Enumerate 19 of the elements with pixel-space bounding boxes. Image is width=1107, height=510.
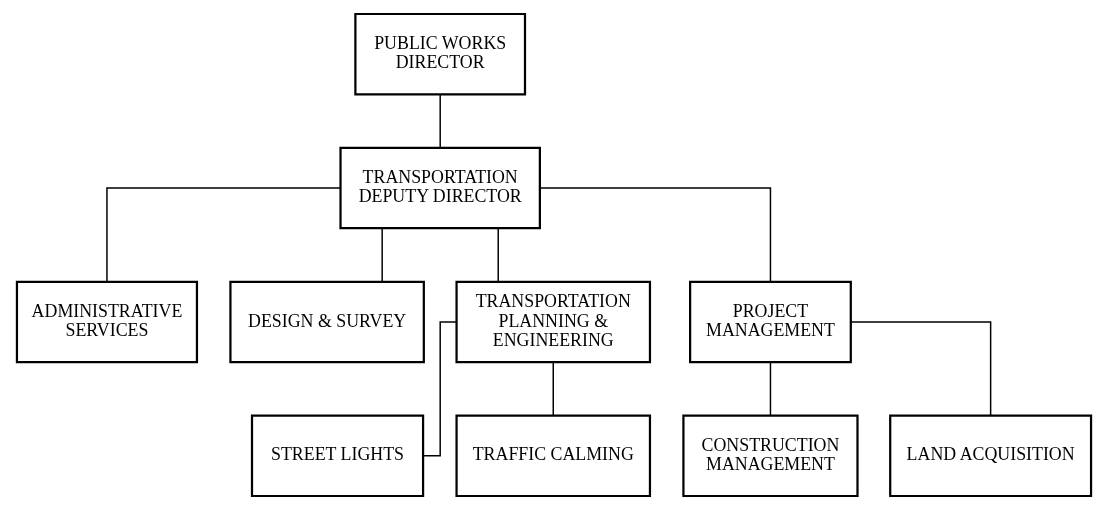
connector (552, 361, 554, 416)
connector (538, 187, 771, 283)
node-box: ADMINISTRATIVE SERVICES (15, 280, 198, 364)
connector (422, 321, 457, 457)
node-box: CONSTRUCTION MANAGEMENT (681, 414, 859, 498)
node-box: DESIGN & SURVEY (228, 280, 425, 364)
connector (380, 227, 383, 283)
node-box: TRANSPORTATION DEPUTY DIRECTOR (338, 146, 541, 230)
node-box: LAND ACQUISITION (888, 414, 1092, 498)
node-box: PUBLIC WORKS DIRECTOR (353, 12, 526, 96)
connector (105, 187, 341, 283)
connector (849, 321, 991, 417)
node-box: TRAFFIC CALMING (454, 414, 651, 498)
connector (496, 227, 499, 283)
connector (769, 361, 771, 416)
node-box: STREET LIGHTS (250, 414, 424, 498)
node-box: TRANSPORTATION PLANNING & ENGINEERING (454, 280, 651, 364)
node-box: PROJECT MANAGEMENT (688, 280, 852, 364)
connector (438, 93, 441, 149)
